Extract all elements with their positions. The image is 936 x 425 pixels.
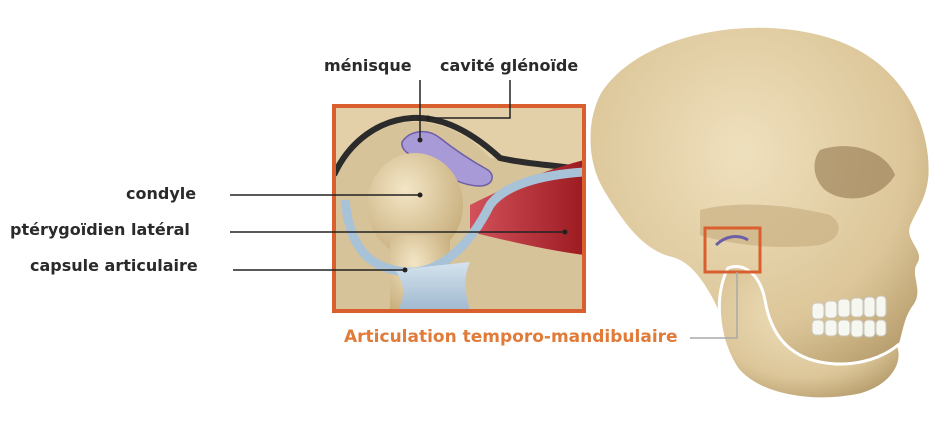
caption-articulation: Articulation temporo-mandibulaire [344,327,678,347]
label-capsule-articulaire: capsule articulaire [30,256,198,275]
label-pterygoidien-lateral: ptérygoïdien latéral [10,220,190,239]
label-menisque: ménisque [324,56,412,75]
label-cavite-glenoide: cavité glénoïde [440,56,578,75]
joint-detail-illustration [334,106,584,315]
label-condyle: condyle [126,184,196,203]
